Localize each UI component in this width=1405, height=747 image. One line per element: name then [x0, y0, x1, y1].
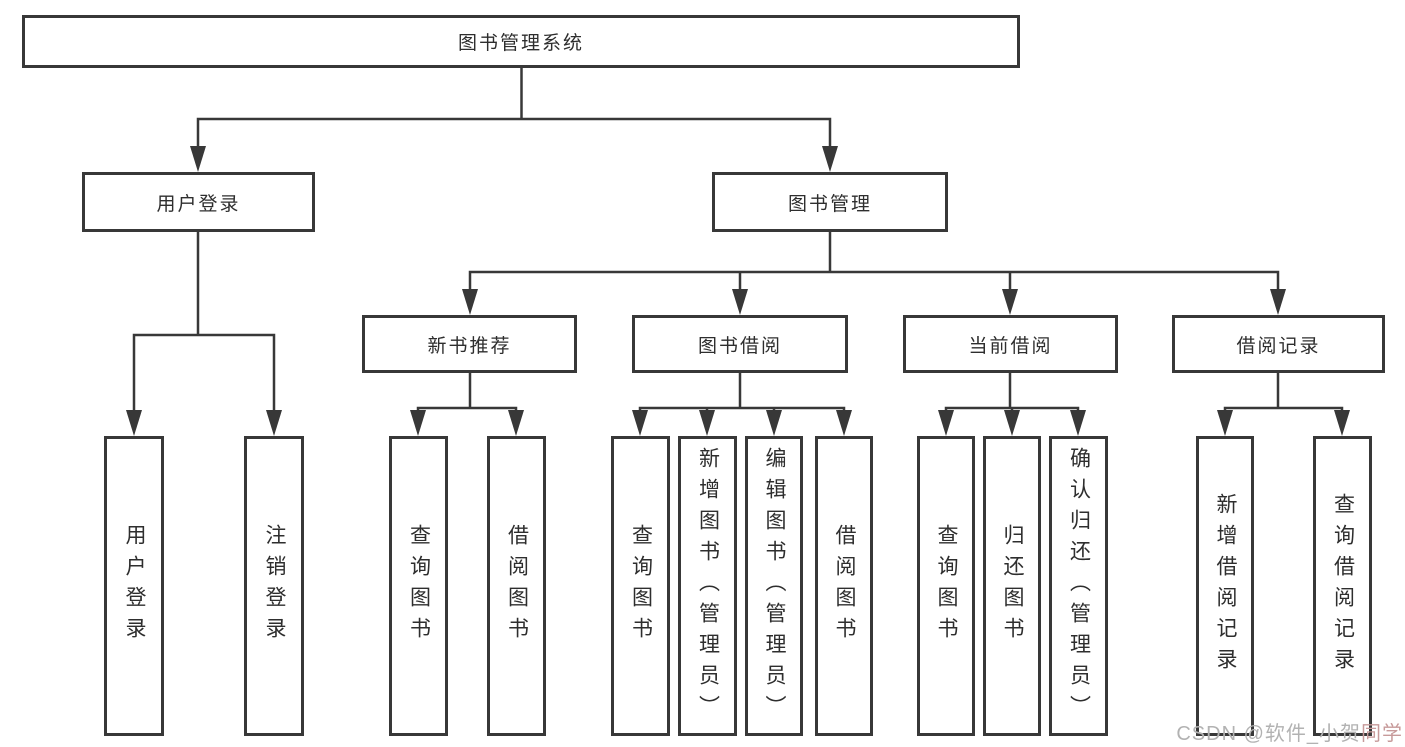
- leaf-label: 编辑图书（管理员）: [763, 446, 786, 726]
- arrowhead-down: [1004, 410, 1020, 436]
- arrowhead-down: [126, 410, 142, 436]
- leaf-logout: 注销登录: [244, 436, 304, 736]
- csdn-watermark: CSDN @软件_小贺同学: [1176, 717, 1403, 746]
- node-user-login: 用户登录: [82, 172, 315, 232]
- arrowhead-down: [836, 410, 852, 436]
- leaf-user-login: 用户登录: [104, 436, 164, 736]
- leaf-add-books-admin: 新增图书（管理员）: [678, 436, 737, 736]
- leaf-label: 查询借阅记录: [1331, 493, 1355, 679]
- arrowhead-down: [1270, 289, 1286, 315]
- connector-records-branch: [1223, 373, 1344, 418]
- arrowhead-down: [766, 410, 782, 436]
- leaf-add-borrow-record: 新增借阅记录: [1196, 436, 1254, 736]
- leaf-label: 查询图书: [935, 524, 958, 648]
- watermark-prefix: CSDN @软件_小贺: [1176, 723, 1361, 745]
- leaf-edit-books-admin: 编辑图书（管理员）: [745, 436, 803, 736]
- leaf-query-books-recommend: 查询图书: [389, 436, 448, 736]
- arrowhead-down: [1002, 289, 1018, 315]
- arrowhead-down: [190, 146, 206, 172]
- arrowhead-down: [1217, 410, 1233, 436]
- leaf-label: 新增图书（管理员）: [696, 446, 720, 726]
- arrowhead-down: [410, 410, 426, 436]
- connector-book-borrow-branch: [638, 373, 846, 418]
- leaf-query-books-borrow: 查询图书: [611, 436, 670, 736]
- leaf-borrow-books-recommend: 借阅图书: [487, 436, 546, 736]
- leaf-query-books-current: 查询图书: [917, 436, 975, 736]
- leaf-label: 新增借阅记录: [1214, 493, 1237, 679]
- leaf-label: 归还图书: [1001, 524, 1024, 648]
- watermark-suffix: 同学: [1361, 723, 1403, 745]
- connector-user-login-branch: [132, 232, 276, 418]
- leaf-label: 借阅图书: [833, 524, 856, 648]
- node-book-management: 图书管理: [712, 172, 948, 232]
- connector-book-mgmt-branch: [468, 232, 1280, 297]
- leaf-return-books: 归还图书: [983, 436, 1041, 736]
- leaf-label: 查询图书: [407, 524, 431, 648]
- arrowhead-down: [266, 410, 282, 436]
- connector-root-branch: [196, 68, 832, 152]
- node-borrowing-records: 借阅记录: [1172, 315, 1385, 373]
- leaf-query-borrow-record: 查询借阅记录: [1313, 436, 1372, 736]
- arrowhead-down: [508, 410, 524, 436]
- node-current-borrowing: 当前借阅: [903, 315, 1118, 373]
- leaf-label: 用户登录: [123, 524, 146, 648]
- arrowhead-down: [1070, 410, 1086, 436]
- leaf-label: 注销登录: [263, 524, 286, 648]
- node-book-borrowing: 图书借阅: [632, 315, 848, 373]
- connector-new-book-branch: [416, 373, 518, 418]
- arrowhead-down: [699, 410, 715, 436]
- node-root-system: 图书管理系统: [22, 15, 1020, 68]
- arrowhead-down: [732, 289, 748, 315]
- arrowhead-down: [632, 410, 648, 436]
- arrowhead-down: [938, 410, 954, 436]
- leaf-confirm-return-admin: 确认归还（管理员）: [1049, 436, 1108, 736]
- leaf-label: 确认归还（管理员）: [1067, 446, 1091, 726]
- arrowhead-down: [462, 289, 478, 315]
- leaf-borrow-books: 借阅图书: [815, 436, 873, 736]
- leaf-label: 借阅图书: [505, 524, 529, 648]
- arrowhead-down: [822, 146, 838, 172]
- leaf-label: 查询图书: [629, 524, 653, 648]
- node-new-book-recommend: 新书推荐: [362, 315, 577, 373]
- arrowhead-down: [1334, 410, 1350, 436]
